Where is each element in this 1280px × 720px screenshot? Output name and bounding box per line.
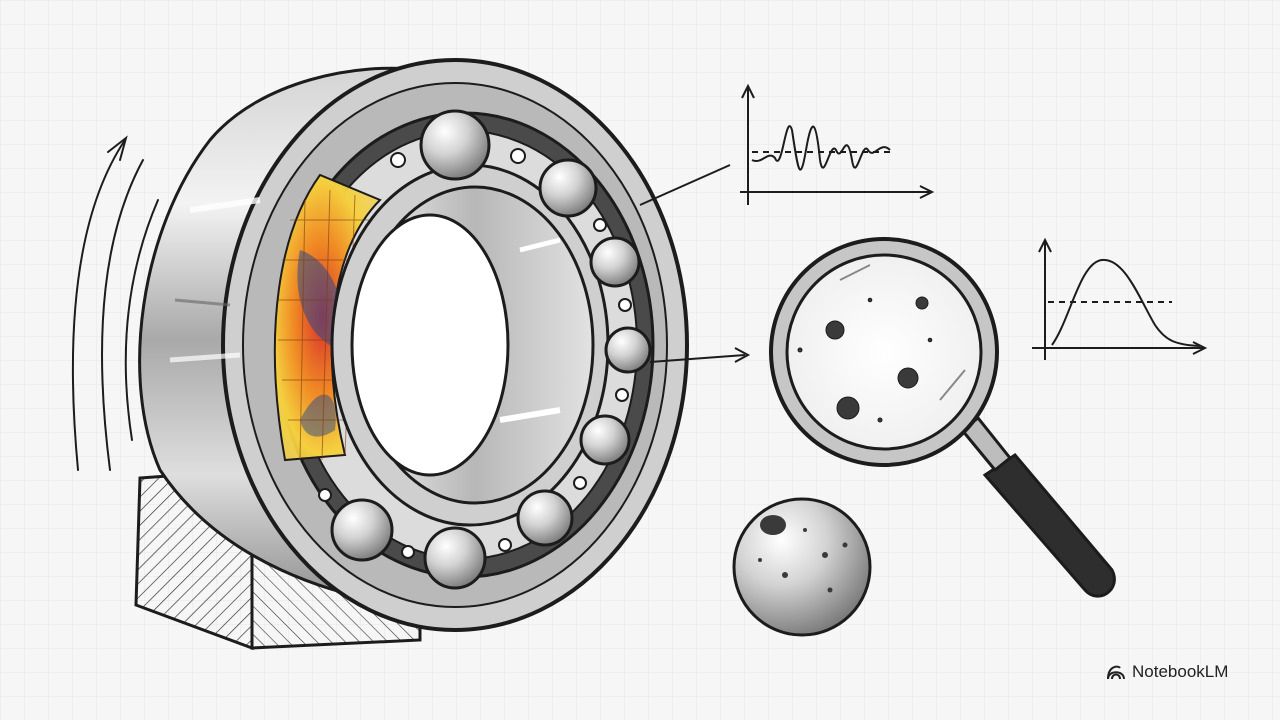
magnifier-lens	[785, 253, 983, 451]
surface-pits	[797, 296, 933, 423]
notebooklm-label: NotebookLM	[1132, 662, 1229, 681]
pitted-ball	[732, 497, 872, 637]
notebooklm-watermark: NotebookLM	[1106, 660, 1228, 684]
vibration-waveform-plot	[740, 83, 935, 205]
heat-zone	[273, 173, 382, 462]
distribution-curve	[1051, 258, 1201, 347]
magnifying-glass	[769, 237, 1116, 598]
rotation-motion-lines	[71, 135, 159, 471]
waveform-signal	[751, 125, 891, 171]
notebooklm-logo-icon	[1107, 665, 1125, 680]
bearing-inner-ring	[330, 163, 610, 527]
leader-lines	[639, 164, 751, 363]
cage-rivets	[318, 148, 632, 559]
bearing-bore	[350, 213, 510, 477]
magnifier-handle	[982, 453, 1116, 598]
distribution-curve-plot	[1032, 237, 1208, 360]
rolling-balls	[330, 109, 652, 590]
